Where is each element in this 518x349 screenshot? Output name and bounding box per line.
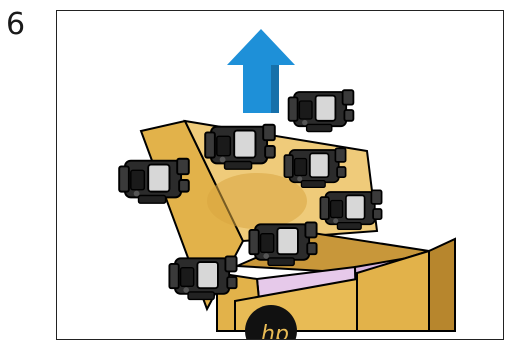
step-number: 6 xyxy=(6,10,25,40)
part-1-icon xyxy=(289,90,354,131)
svg-text:hp: hp xyxy=(261,322,289,340)
part-3-icon xyxy=(284,148,345,187)
part-2-icon xyxy=(205,125,275,169)
part-5-icon xyxy=(320,190,381,229)
part-4-icon xyxy=(119,159,189,203)
part-6-icon xyxy=(249,222,316,265)
part-7-icon xyxy=(169,256,236,299)
illustration-frame: hp xyxy=(56,10,504,340)
upload-arrow-icon xyxy=(227,29,295,113)
